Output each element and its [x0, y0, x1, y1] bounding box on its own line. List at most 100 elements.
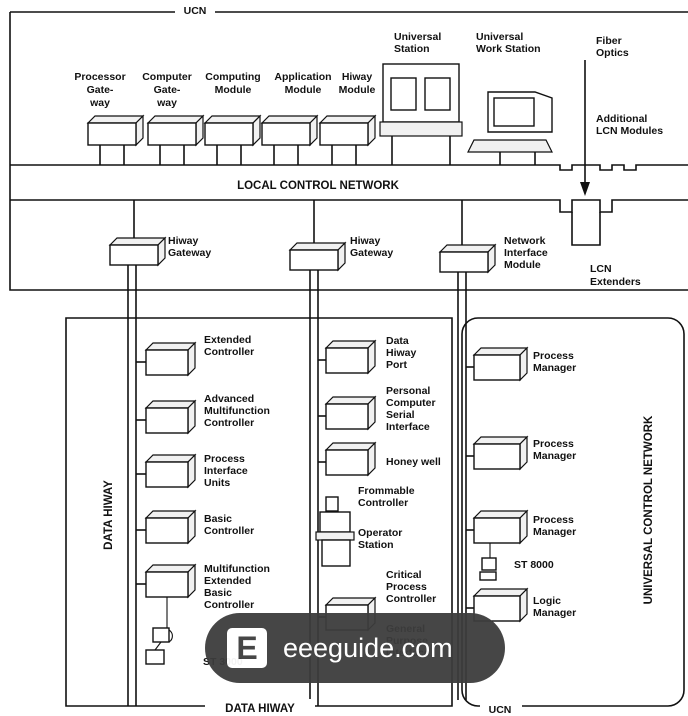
st3000-transmitter-head [152, 627, 170, 643]
universal-station-screen [390, 77, 417, 111]
ucn-bottom-label: UCN [489, 704, 512, 716]
left-column-device-box [145, 461, 189, 488]
st8000-transmitter-head [481, 557, 497, 571]
right-column-device-box-top [472, 510, 529, 519]
universal-control-network-label: UNIVERSAL CONTROL NETWORK [643, 415, 655, 604]
lcn-module-box-top [260, 115, 319, 124]
lcn-module-box [319, 122, 369, 146]
ucn-enclosure [461, 317, 685, 707]
data-hiway-enclosure [215, 317, 453, 707]
work-station-screen [493, 97, 535, 127]
operator-station-desk [315, 531, 355, 541]
operator-station-console [319, 511, 351, 533]
right-column-device-box-top [472, 588, 529, 597]
middle-column-device-box [325, 347, 369, 374]
middle-column-device-box [325, 403, 369, 430]
st8000-label: ST 8000 [514, 559, 554, 571]
universal-station-keyboard [379, 121, 463, 137]
right-column-device-box [473, 443, 521, 470]
eeeguide-logo-icon: E [227, 628, 267, 668]
right-column-device-box [473, 354, 521, 381]
watermark-text: eeeguide.com [283, 633, 453, 663]
left-column-device-box-top [144, 342, 197, 351]
lcn-module-box-top [318, 115, 377, 124]
data-hiway-vertical-label: DATA HIWAY [103, 480, 115, 550]
hiway-gateway-box [289, 249, 339, 271]
right-column-device-box [473, 517, 521, 544]
network-interface-module-box [439, 251, 489, 273]
network-interface-module-box-top [438, 244, 497, 253]
local-control-network-label: LOCAL CONTROL NETWORK [237, 180, 400, 192]
st3000-stem [154, 641, 162, 651]
lcn-extender-loop [571, 212, 601, 246]
left-column-device-box-top [144, 400, 197, 409]
st3000-transmitter-base [145, 649, 165, 665]
left-column-device-box-top [144, 454, 197, 463]
left-column-device-box [145, 517, 189, 544]
lcn-module-box [147, 122, 197, 146]
data-hiway-bottom-label: DATA HIWAY [225, 703, 295, 715]
lcn-module-box-top [203, 115, 262, 124]
right-column-device-box-top [472, 347, 529, 356]
lcn-enclosure-border [9, 12, 688, 291]
lcn-bus-upper [10, 164, 688, 171]
hiway-gateway-box-top [288, 242, 347, 251]
ucn-top-label: UCN [184, 5, 207, 17]
device-shapes [86, 63, 553, 665]
work-station-keyboard [467, 139, 553, 153]
operator-station-base [321, 539, 351, 567]
left-column-device-box [145, 349, 189, 376]
lcn-module-box [261, 122, 311, 146]
middle-column-device-box-top [324, 597, 377, 606]
universal-station-screen [424, 77, 451, 111]
fiber-optics-arrowhead [580, 182, 590, 196]
lcn-module-box-top [86, 115, 145, 124]
left-column-device-box [145, 571, 189, 598]
middle-device-label: Honey well [386, 456, 441, 468]
lcn-module-box [87, 122, 137, 146]
hiway-gateway-box-top [108, 237, 167, 246]
lcn-bus-lower [10, 199, 688, 213]
middle-column-device-box-top [324, 340, 377, 349]
left-column-device-box-top [144, 564, 197, 573]
lcn-module-box-top [146, 115, 205, 124]
left-column-device-box-top [144, 510, 197, 519]
hiway-gateway-box [109, 244, 159, 266]
st8000-transmitter-base [479, 571, 497, 581]
watermark-badge: E eeeguide.com [205, 613, 505, 683]
right-column-device-box-top [472, 436, 529, 445]
middle-column-device-box-top [324, 442, 377, 451]
st3000-transmitter-dial [168, 629, 173, 643]
middle-column-device-box [325, 449, 369, 476]
left-column-device-box [145, 407, 189, 434]
lcn-module-box [204, 122, 254, 146]
